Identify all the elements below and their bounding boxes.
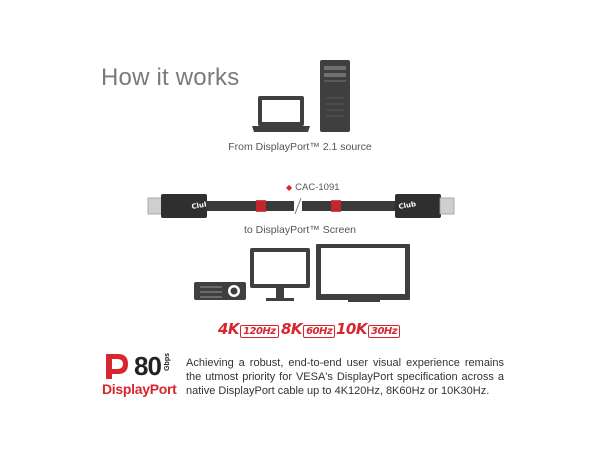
displayport-cable: Club Club: [147, 194, 455, 218]
cable-label: ◆CAC-1091: [286, 182, 340, 193]
cable-model: CAC-1091: [295, 182, 340, 193]
page-title: How it works: [101, 64, 240, 91]
desktop-tower-icon: [320, 60, 350, 132]
source-devices: [252, 60, 350, 132]
monitor-icon: [250, 248, 310, 301]
badge-unit: Gbps: [164, 353, 171, 371]
screen-caption: to DisplayPort™ Screen: [243, 224, 357, 236]
source-caption: From DisplayPort™ 2.1 source: [228, 141, 372, 153]
badge-speed: 80: [134, 351, 162, 381]
badge-brand: DisplayPort: [102, 381, 177, 397]
tv-screen-icon: [316, 244, 410, 302]
club3d-logo-right: Club: [398, 200, 417, 211]
laptop-icon: [252, 96, 310, 132]
red-dot-icon: ◆: [286, 183, 293, 192]
displayport-logo-icon: [106, 354, 128, 379]
projector-icon: [194, 282, 246, 300]
description-text: Achieving a robust, end-to-end user visu…: [186, 357, 504, 397]
club3d-logo-left: Club: [191, 200, 210, 211]
display-devices: [194, 244, 410, 302]
